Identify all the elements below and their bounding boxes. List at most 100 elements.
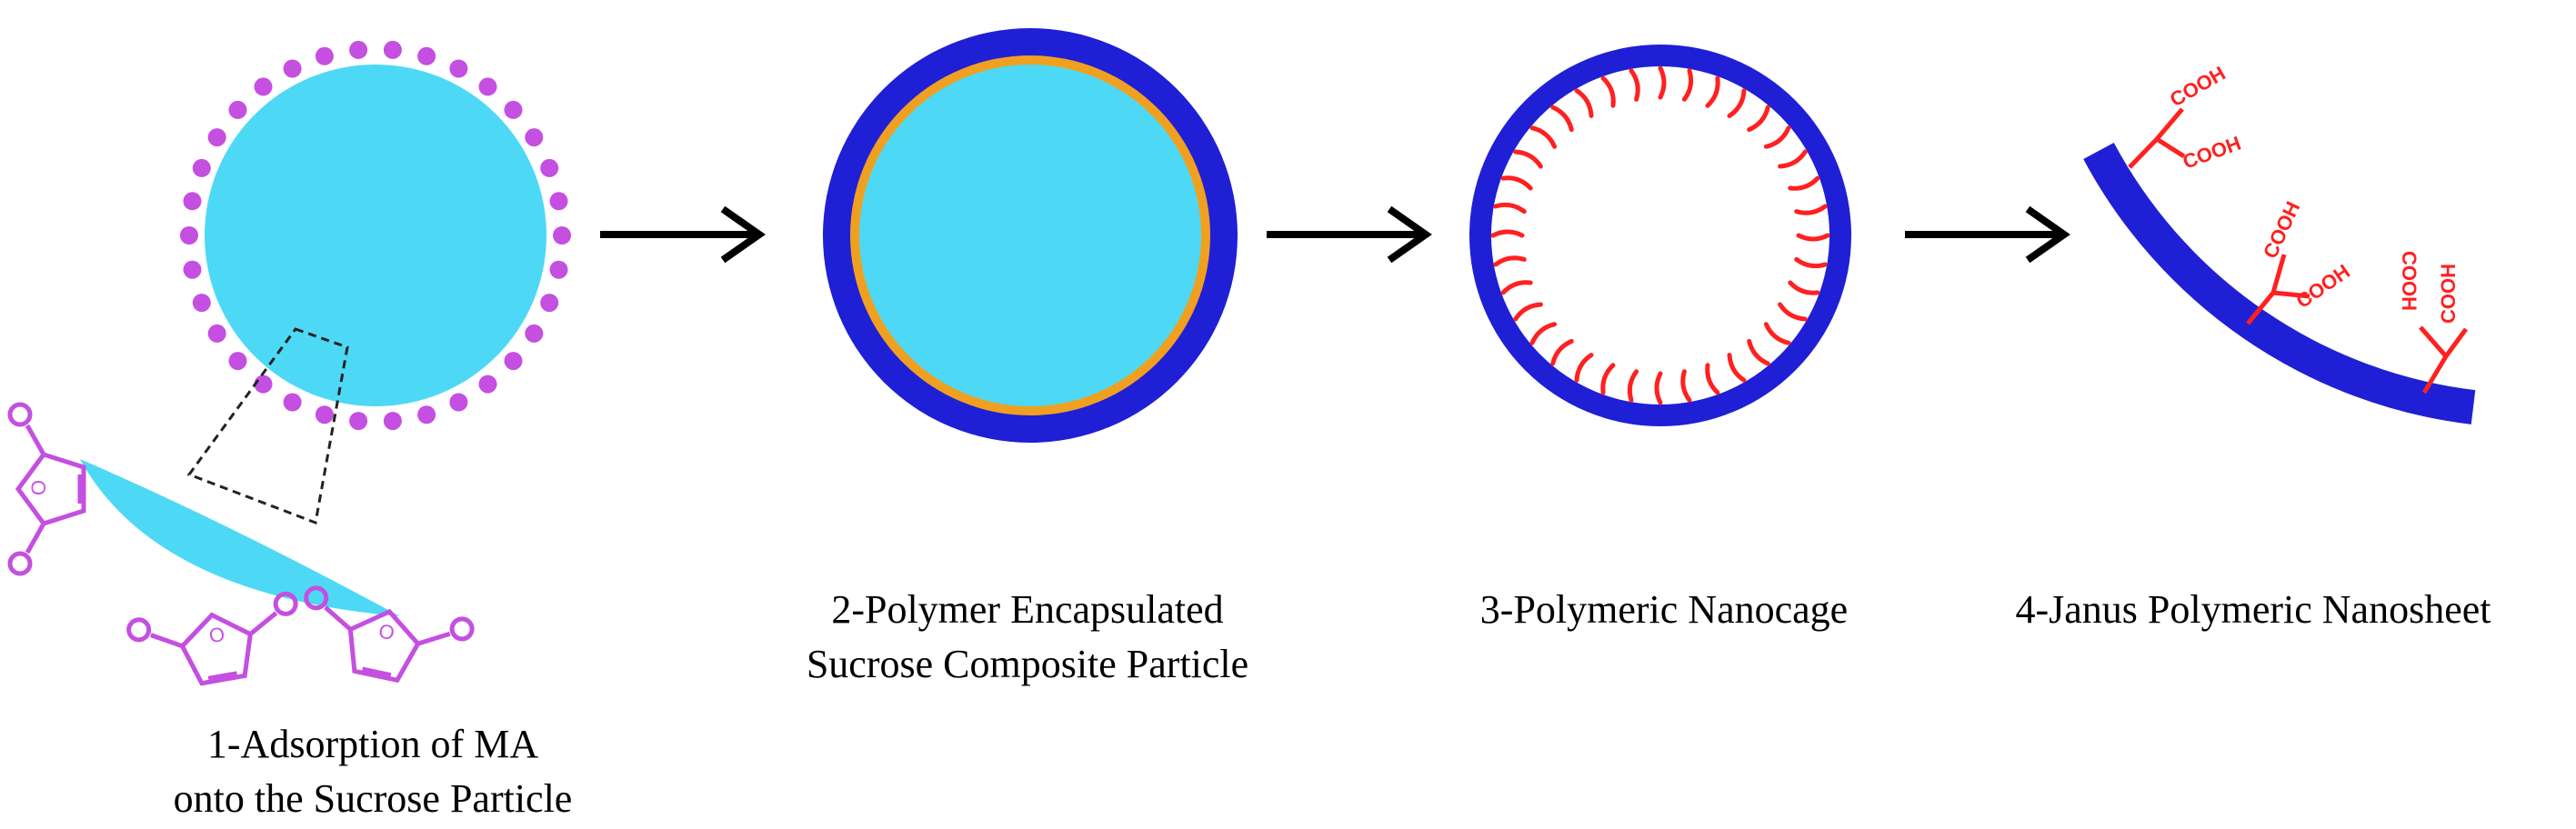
- ma-dot: [549, 192, 568, 211]
- ma-dot: [207, 128, 226, 147]
- cooh-chain: [1529, 125, 1558, 149]
- cooh-chain: [1600, 75, 1616, 108]
- ma-dot: [349, 40, 368, 59]
- svg-text:COOH: COOH: [2437, 264, 2460, 324]
- ma-dot: [478, 375, 497, 394]
- ma-dot: [315, 405, 334, 424]
- stage2-group: [823, 28, 1238, 443]
- ma-dot: [417, 46, 436, 65]
- step2-label-line1: 2-Polymer Encapsulated: [831, 587, 1224, 632]
- cooh-chain: [1529, 322, 1558, 345]
- ma-dot: [449, 59, 468, 78]
- ma-dot: [315, 46, 334, 65]
- ma-dot: [525, 128, 544, 147]
- magnified-sucrose-segment: [80, 459, 400, 616]
- cooh-chain: [1727, 88, 1747, 118]
- cooh-chain: [1680, 369, 1692, 403]
- ma-dot: [417, 405, 436, 424]
- cooh-chain: [1574, 353, 1594, 383]
- ma-dot: [553, 226, 571, 245]
- ma-dot: [449, 393, 468, 412]
- cooh-chain: [1796, 233, 1830, 242]
- ma-dot: [504, 100, 523, 119]
- ma-molecule-1: O: [10, 405, 84, 574]
- ma-dot: [349, 412, 368, 431]
- cooh-chain: [1747, 338, 1770, 366]
- cooh-chain: [1658, 65, 1667, 100]
- cooh-chain: [1500, 175, 1533, 191]
- ma-dot: [283, 59, 302, 78]
- right-arrow-icon: [1267, 205, 1432, 264]
- ma-molecule-2: O: [127, 593, 306, 694]
- right-arrow-icon: [600, 205, 766, 264]
- ma-dot: [207, 324, 226, 343]
- cooh-chain: [1778, 302, 1808, 322]
- cooh-chain: [1513, 302, 1543, 322]
- ma-dot: [283, 393, 302, 412]
- cooh-chain: [1550, 105, 1574, 133]
- stage4-group: COOH COOH COOH COOH COOH COOH: [2083, 62, 2476, 424]
- ma-dot: [383, 412, 402, 431]
- nanocage-interior: [1491, 66, 1829, 405]
- cooh-group-2: COOH COOH: [2246, 198, 2354, 325]
- cooh-chain: [1513, 149, 1543, 169]
- stage1-group: O O O: [10, 40, 571, 694]
- ma-dot: [183, 192, 202, 211]
- sucrose-particle: [205, 65, 546, 406]
- svg-text:COOH: COOH: [2292, 260, 2354, 313]
- ma-dot: [525, 324, 544, 343]
- cooh-group-3: COOH COOH: [2398, 251, 2469, 395]
- cooh-chains: [1490, 65, 1830, 405]
- cooh-chain: [1794, 256, 1828, 269]
- oxygen-label: O: [207, 623, 226, 648]
- ma-dot: [180, 226, 198, 245]
- svg-text:COOH: COOH: [2166, 62, 2230, 112]
- cooh-chain: [1705, 363, 1720, 395]
- cooh-chain: [1500, 280, 1533, 295]
- cooh-chain: [1550, 338, 1574, 366]
- cooh-chain: [1493, 255, 1527, 267]
- cooh-chain: [1794, 204, 1828, 215]
- ma-dot: [478, 77, 497, 96]
- step3-label: 3-Polymeric Nanocage: [1479, 587, 1849, 632]
- cooh-group-1: COOH COOH: [2128, 62, 2244, 174]
- ma-dot: [549, 260, 568, 279]
- oxygen-label: O: [27, 480, 50, 495]
- cooh-chain: [1705, 75, 1720, 108]
- ma-dot: [383, 40, 402, 59]
- step1-label-line1: 1-Adsorption of MA: [206, 722, 539, 766]
- cooh-chain: [1681, 68, 1694, 102]
- ma-dot: [540, 294, 559, 313]
- ma-dot: [228, 100, 247, 119]
- ma-dot: [540, 158, 559, 177]
- step1-label-line2: onto the Sucrose Particle: [173, 776, 573, 821]
- ma-dot: [254, 77, 273, 96]
- cooh-chain: [1574, 88, 1594, 118]
- cooh-chain: [1788, 280, 1820, 295]
- step4-label: 4-Janus Polymeric Nanosheet: [2015, 587, 2491, 632]
- svg-text:COOH: COOH: [2180, 132, 2244, 174]
- zoom-indicator: [186, 327, 349, 525]
- cooh-chain: [1788, 175, 1820, 191]
- stage3-group: [1469, 45, 1851, 426]
- ma-dot: [228, 352, 247, 371]
- ma-dot: [254, 375, 273, 394]
- sucrose-core: [859, 65, 1201, 406]
- right-arrow-icon: [1905, 205, 2070, 264]
- cooh-chain: [1600, 363, 1616, 395]
- cooh-chain: [1778, 149, 1808, 169]
- adsorbed-ma-dots: [180, 40, 571, 431]
- cooh-chain: [1747, 105, 1770, 133]
- ma-molecule-3: O: [293, 586, 474, 694]
- svg-text:COOH: COOH: [2398, 251, 2421, 311]
- ma-dot: [192, 158, 211, 177]
- cooh-chain: [1629, 68, 1640, 102]
- janus-nanosheet: [2083, 143, 2476, 424]
- cooh-chain: [1490, 229, 1525, 238]
- ma-dot: [183, 260, 202, 279]
- cooh-chain: [1654, 371, 1663, 405]
- cooh-chain: [1763, 125, 1791, 149]
- step2-label-line2: Sucrose Composite Particle: [806, 642, 1249, 686]
- ma-dot: [192, 294, 211, 313]
